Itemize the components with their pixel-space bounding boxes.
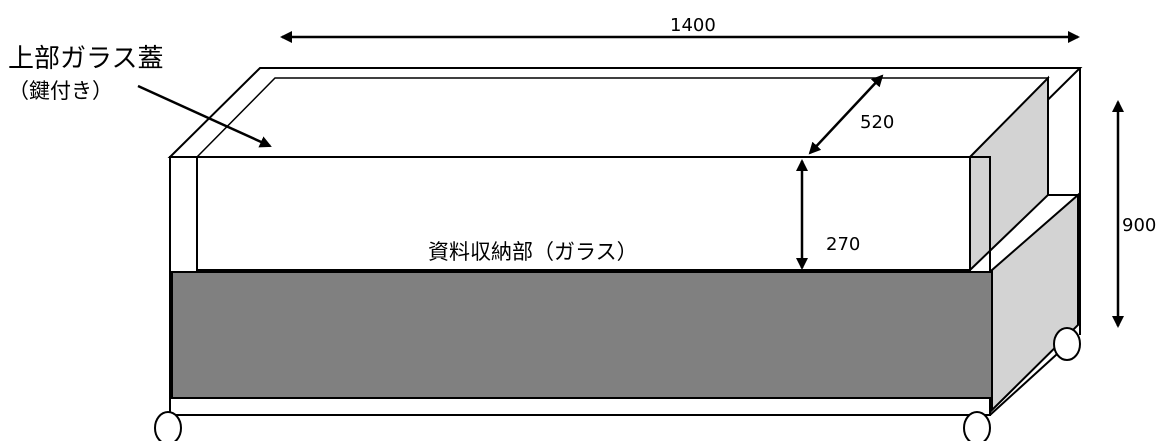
total-height-label: 900 — [1122, 215, 1156, 236]
width-dimension-label: 1400 — [670, 15, 716, 36]
glass-lid — [167, 67, 1083, 158]
depth-dimension-arrow — [808, 74, 884, 155]
storage-section — [196, 156, 971, 271]
caster-front-left — [154, 411, 182, 441]
front-panel — [171, 271, 993, 399]
depth-dimension-label: 520 — [860, 112, 894, 133]
caster-front-right — [963, 411, 991, 441]
storage-label: 資料収納部（ガラス） — [428, 240, 638, 264]
caster-wheels — [154, 327, 1081, 441]
caster-back-right — [1053, 327, 1081, 361]
storage-height-label: 270 — [826, 234, 860, 255]
lid-label-line1: 上部ガラス蓋 — [8, 44, 163, 74]
lid-label-line2: （鍵付き） — [8, 79, 113, 103]
lid-pointer-arrow — [137, 84, 272, 148]
